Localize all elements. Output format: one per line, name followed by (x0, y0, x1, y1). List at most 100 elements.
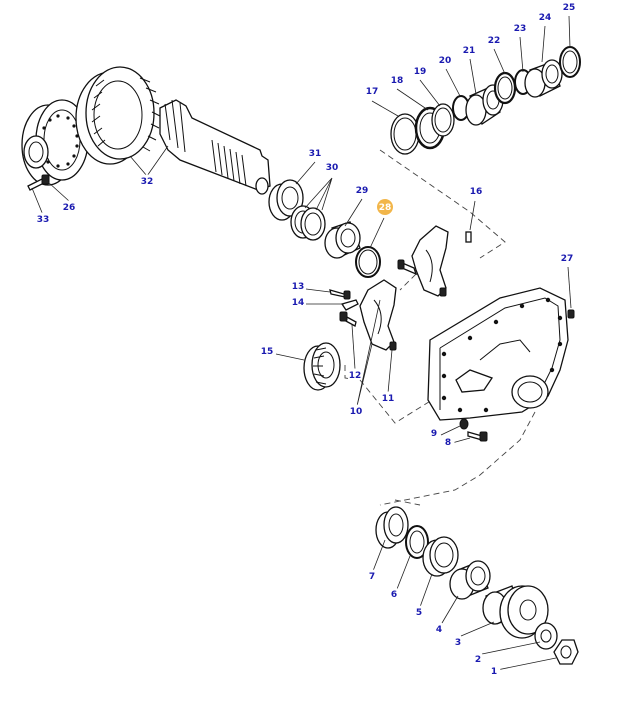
callout-16[interactable]: 16 (469, 184, 483, 198)
callout-background (62, 200, 76, 214)
callout-33[interactable]: 33 (36, 212, 50, 226)
crown-gear-assembly[interactable] (21, 66, 271, 195)
callout-number: 17 (366, 87, 379, 97)
callout-number: 28 (379, 203, 392, 213)
callout-background (365, 569, 379, 583)
callout-number: 23 (514, 24, 527, 34)
callout-30[interactable]: 30 (325, 160, 339, 174)
callout-background (487, 33, 501, 47)
callout-background (365, 84, 379, 98)
callout-25[interactable]: 25 (562, 0, 576, 14)
upper-bearing-stack[interactable] (390, 46, 581, 155)
bearing-caps[interactable] (329, 225, 472, 351)
callout-7[interactable]: 7 (365, 569, 379, 583)
callout-background (390, 73, 404, 87)
callout-21[interactable]: 21 (462, 43, 476, 57)
callout-background (291, 295, 305, 309)
output-flange-stack[interactable] (375, 506, 579, 665)
callout-number: 30 (326, 163, 339, 173)
callout-17[interactable]: 17 (365, 84, 379, 98)
callout-15[interactable]: 15 (260, 344, 274, 358)
callout-number: 15 (261, 347, 274, 357)
callout-background (381, 391, 395, 405)
callout-20[interactable]: 20 (438, 53, 452, 67)
callout-number: 32 (141, 177, 154, 187)
callout-background (349, 404, 363, 418)
pinion-bearing-set[interactable] (268, 179, 381, 278)
callout-number: 18 (391, 76, 404, 86)
callout-23[interactable]: 23 (513, 21, 527, 35)
callout-background (140, 174, 154, 188)
callout-number: 11 (382, 394, 395, 404)
callout-6[interactable]: 6 (387, 587, 401, 601)
callout-12[interactable]: 12 (348, 368, 362, 382)
callout-background (291, 279, 305, 293)
callout-background (438, 53, 452, 67)
callout-22[interactable]: 22 (487, 33, 501, 47)
callout-26[interactable]: 26 (62, 200, 76, 214)
callout-background (325, 160, 339, 174)
callout-29[interactable]: 29 (355, 183, 369, 197)
bearing-15[interactable] (303, 342, 341, 391)
callout-19[interactable]: 19 (413, 64, 427, 78)
callout-number: 4 (436, 625, 442, 635)
callout-background (538, 10, 552, 24)
callout-number: 2 (475, 655, 481, 665)
callout-number: 9 (431, 429, 437, 439)
callout-number: 19 (414, 67, 427, 77)
callout-number: 33 (37, 215, 50, 225)
callout-background (387, 587, 401, 601)
callout-number: 21 (463, 46, 476, 56)
callout-32[interactable]: 32 (140, 174, 154, 188)
callout-11[interactable]: 11 (381, 391, 395, 405)
callout-5[interactable]: 5 (412, 605, 426, 619)
callout-1[interactable]: 1 (487, 664, 501, 678)
callout-number: 10 (350, 407, 363, 417)
callout-background (308, 146, 322, 160)
callout-14[interactable]: 14 (291, 295, 305, 309)
callout-number: 20 (439, 56, 452, 66)
callout-number: 8 (445, 438, 451, 448)
callout-background (432, 622, 446, 636)
callout-number: 6 (391, 590, 397, 600)
axle-housing[interactable] (427, 287, 575, 442)
callout-10[interactable]: 10 (349, 404, 363, 418)
callout-number: 5 (416, 608, 422, 618)
callout-background (348, 368, 362, 382)
leader-lines (31, 15, 572, 671)
callout-13[interactable]: 13 (291, 279, 305, 293)
callout-8[interactable]: 8 (441, 435, 455, 449)
callout-31[interactable]: 31 (308, 146, 322, 160)
callout-number: 29 (356, 186, 369, 196)
callout-9[interactable]: 9 (427, 426, 441, 440)
callout-number: 16 (470, 187, 483, 197)
callout-labels: 2524232221201918171631302928322633271314… (36, 0, 576, 678)
callout-number: 12 (349, 371, 362, 381)
callout-24[interactable]: 24 (538, 10, 552, 24)
callout-background (462, 43, 476, 57)
callout-background (471, 652, 485, 666)
callout-background (562, 0, 576, 14)
callout-background (427, 426, 441, 440)
callout-number: 13 (292, 282, 305, 292)
callout-2[interactable]: 2 (471, 652, 485, 666)
callout-18[interactable]: 18 (390, 73, 404, 87)
assembly-guide-lines (344, 149, 536, 506)
callout-number: 31 (309, 149, 322, 159)
callout-number: 22 (488, 36, 501, 46)
callout-background (441, 435, 455, 449)
callout-28[interactable]: 28 (377, 199, 393, 215)
callout-3[interactable]: 3 (451, 635, 465, 649)
callout-27[interactable]: 27 (560, 251, 574, 265)
callout-number: 27 (561, 254, 574, 264)
callout-background (413, 64, 427, 78)
callout-4[interactable]: 4 (432, 622, 446, 636)
callout-background (469, 184, 483, 198)
callout-background (560, 251, 574, 265)
callout-background (487, 664, 501, 678)
callout-background (355, 183, 369, 197)
callout-number: 14 (292, 298, 305, 308)
callout-background (36, 212, 50, 226)
callout-highlight-marker (377, 199, 393, 215)
